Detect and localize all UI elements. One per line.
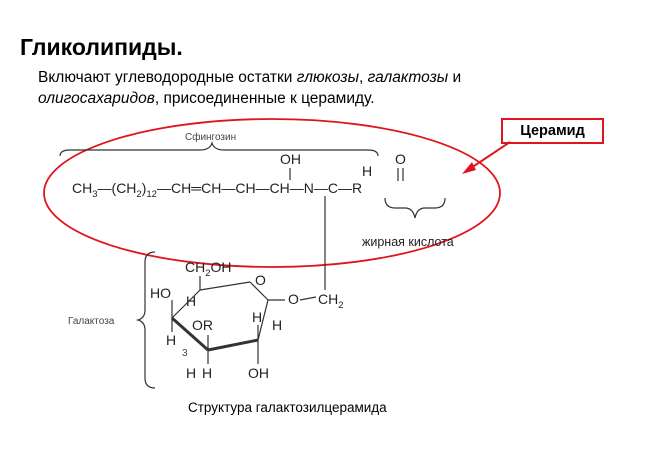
sugar-h-c4-low: H [166,332,176,348]
fatty-acid-label: жирная кислота [362,235,454,249]
sugar-ch2oh: CH2OH [185,259,232,279]
sugar-h-low: H [202,365,212,381]
sugar-ring-o: O [255,272,266,288]
ceramide-label: Церамид [520,123,585,139]
intro-comma: , [358,69,368,86]
page-title: Гликолипиды. [20,34,183,60]
intro-oligosaccharides: олигосахаридов [38,90,155,107]
intro-part2: , присоединенные к церамиду. [154,90,375,107]
ceramide-label-box: Церамид [501,118,604,144]
intro-text: Включают углеводородные остатки глюкозы,… [38,67,598,109]
sugar-oh-c2: OH [248,365,269,381]
galactose-ring [171,276,317,364]
sugar-or: OR [192,317,213,333]
sugar-h-c1: H [272,317,282,333]
intro-and: и [448,69,462,86]
sugar-ho: HO [150,285,171,301]
sphingosine-label: Сфингозин [185,131,236,143]
ceramide-arrow-line [467,141,511,171]
ceramide-arrow-head [462,162,476,174]
sugar-h-c2: H [252,309,262,325]
sugar-link-o: O [288,291,299,307]
intro-part1: Включают углеводородные остатки [38,69,297,86]
sugar-h-c3: H [186,365,196,381]
chain-h: H [362,163,372,179]
figure-caption: Структура галактозилцерамида [188,400,387,415]
ceramide-ellipse [43,118,501,268]
sphingosine-brace [59,140,379,157]
sugar-ch2-link: CH2 [318,291,344,311]
chain-o: O [395,151,406,167]
sugar-carbon3: 3 [182,348,188,359]
chain-oh: OH [280,151,301,167]
galactose-label: Галактоза [68,316,115,327]
sugar-h-c4: H [186,293,196,309]
intro-galactose: галактозы [367,69,449,86]
fatty-acid-brace [384,197,446,219]
galactose-brace [135,251,156,389]
chain-formula: CH3—(CH2)12—CH═CH—CH—CH—N—C—R [72,180,362,200]
intro-glucose: глюкозы [296,69,359,86]
